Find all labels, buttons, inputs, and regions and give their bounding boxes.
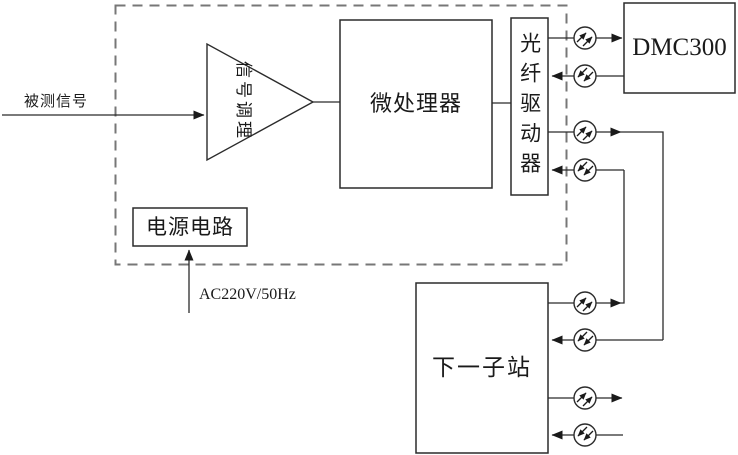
optical-receiver-icon	[574, 329, 596, 351]
next-substation-label: 下一子站	[432, 354, 532, 380]
signal-conditioning-label: 信号调理	[233, 61, 253, 141]
microprocessor-box	[339, 19, 493, 189]
fiber-tx-route-substation	[621, 131, 664, 340]
dmc300-label: DMC300	[632, 33, 727, 61]
microprocessor-label: 微处理器	[369, 91, 462, 117]
ac-supply-label: AC220V/50Hz	[199, 286, 296, 303]
input-signal-label: 被测信号	[24, 94, 89, 110]
power-circuit-label: 电源电路	[146, 214, 234, 239]
optical-transmitter-icon	[574, 121, 596, 143]
dashed-enclosure-border	[114, 4, 568, 266]
optical-transmitter-icon	[574, 292, 596, 314]
next-substation-box	[415, 282, 549, 454]
optical-receiver-icon	[574, 424, 596, 446]
fiber-driver-vertical-text: 光纤驱动器	[517, 31, 542, 182]
optical-receiver-icon	[574, 65, 596, 87]
optical-transmitter-icon	[574, 27, 596, 49]
dmc300-box	[623, 2, 736, 94]
substation-tx-route	[621, 170, 625, 304]
fiber-driver-label: 光纤驱动器	[511, 18, 548, 195]
power-circuit-box	[132, 207, 248, 247]
fiber-driver-box	[510, 17, 549, 196]
amplifier-triangle	[206, 42, 315, 162]
optical-receiver-icon	[574, 159, 596, 181]
optical-transmitter-icon	[574, 387, 596, 409]
